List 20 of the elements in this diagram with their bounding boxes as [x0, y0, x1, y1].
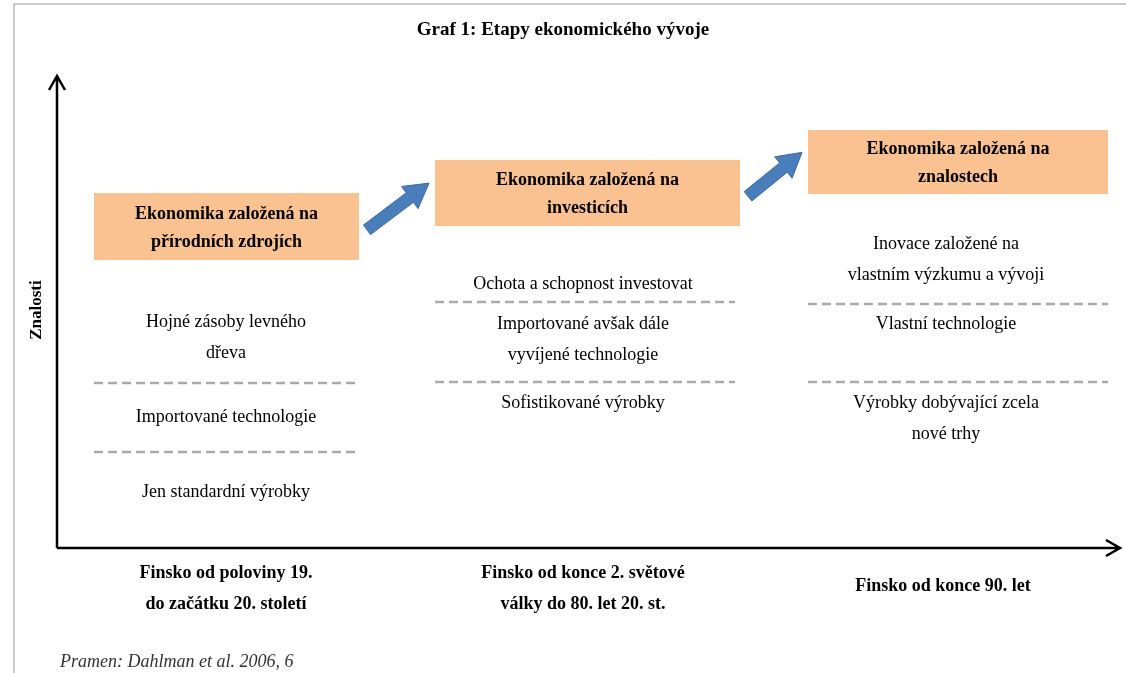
block-arrow — [743, 151, 803, 202]
stage-characteristic: Vlastní technologie — [874, 312, 1018, 335]
stage-characteristic: Importované avšak dále vyvíjené technologie — [496, 312, 670, 366]
stage-characteristic: Ochota a schopnost investovat — [472, 272, 694, 295]
period-label: Finsko od konce 2. světové války do 80. let 20. st. — [480, 561, 686, 615]
stage-box: Ekonomika založená na přírodních zdrojích — [94, 193, 359, 260]
stage-characteristic: Sofistikované výrobky — [500, 391, 666, 414]
stage-box: Ekonomika založená na znalostech — [808, 130, 1108, 194]
stage-characteristic: Importované technologie — [134, 405, 318, 428]
stage-box: Ekonomika založená na investicích — [435, 160, 740, 226]
axis-label: Znalosti — [26, 279, 46, 342]
stage-characteristic: Hojné zásoby levného dřeva — [145, 310, 307, 364]
stage-characteristic: Výrobky dobývající zcela nové trhy — [852, 391, 1040, 445]
period-label: Finsko od poloviny 19. do začátku 20. století — [138, 561, 314, 615]
source-caption: Pramen: Dahlman et al. 2006, 6 — [60, 651, 294, 672]
block-arrow — [362, 182, 430, 236]
chart-title: Graf 1: Etapy ekonomického vývoje — [415, 18, 711, 40]
period-label: Finsko od konce 90. let — [854, 574, 1032, 597]
stage-characteristic: Inovace založené na vlastním výzkumu a vývoji — [846, 232, 1046, 286]
stage-characteristic: Jen standardní výrobky — [141, 480, 311, 503]
